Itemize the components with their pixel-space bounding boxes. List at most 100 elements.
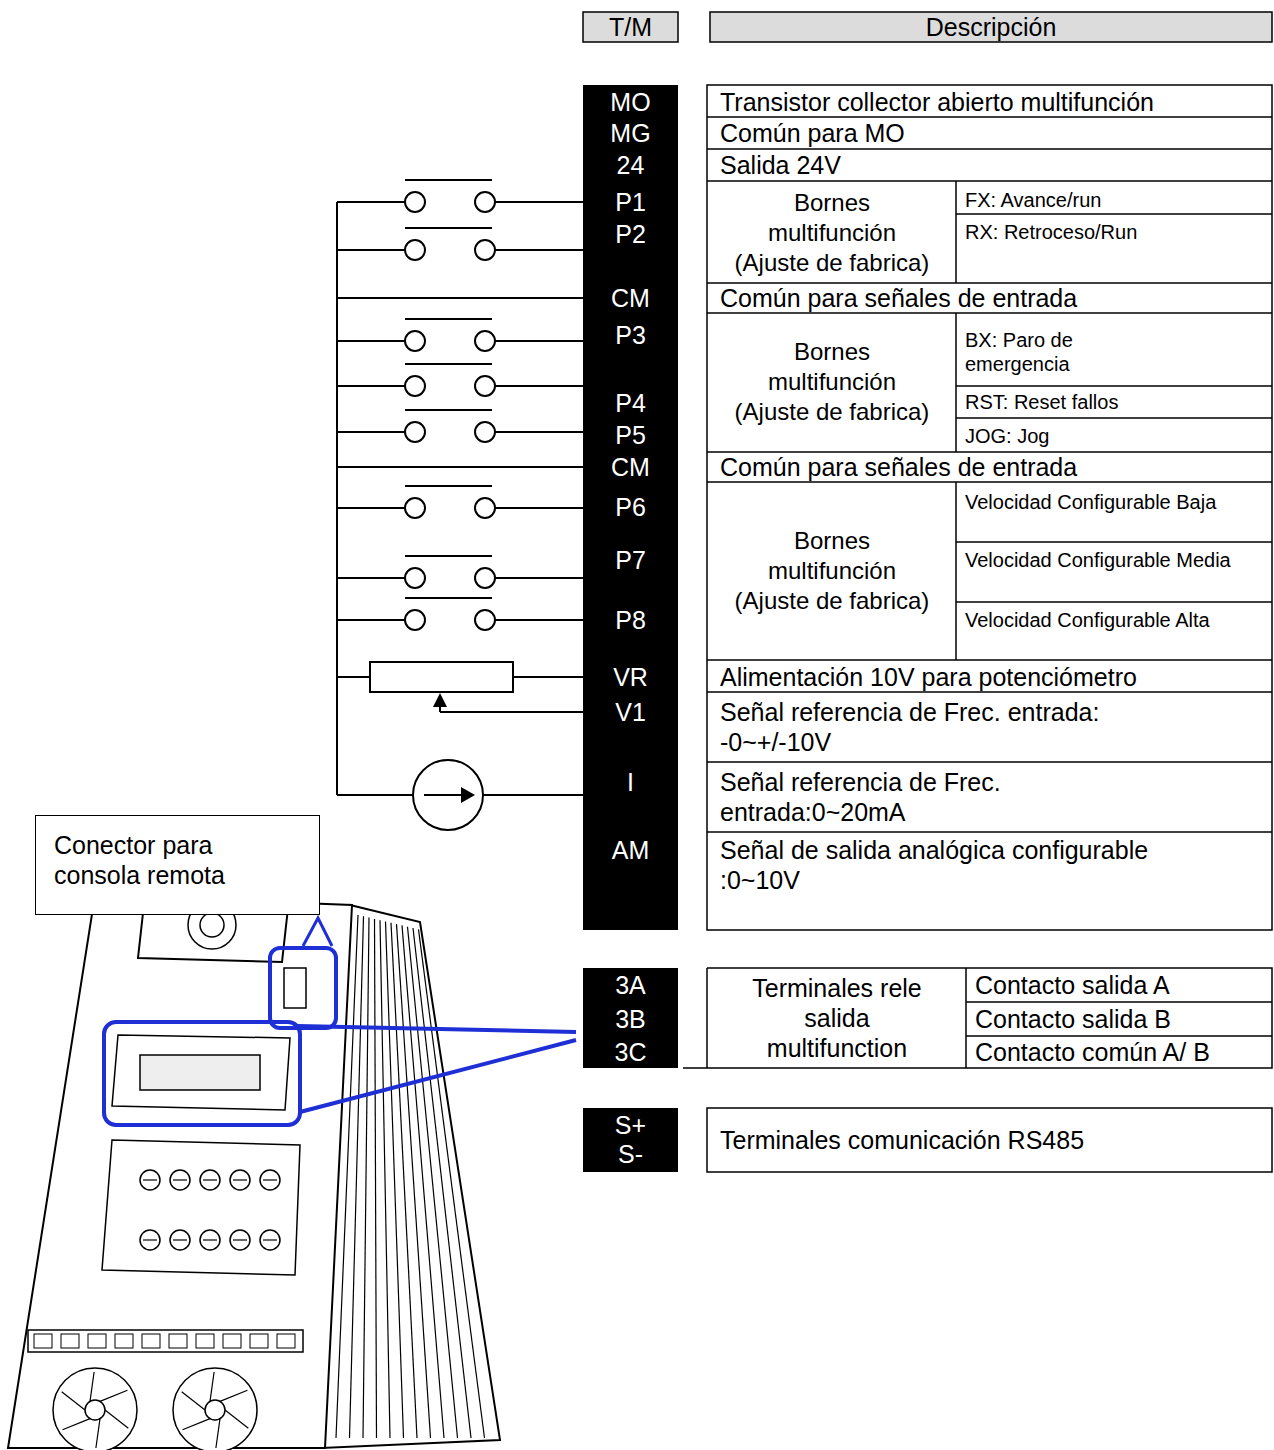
vent-slot — [223, 1334, 241, 1348]
row-line — [707, 761, 1272, 763]
switch-contact — [475, 376, 495, 396]
relay-box — [966, 1035, 1272, 1037]
heatsink-fin — [363, 918, 369, 1438]
table-cell: Velocidad Configurable Media — [965, 548, 1265, 572]
heatsink-fin — [408, 927, 458, 1438]
highlight-leader — [300, 1040, 576, 1112]
terminal-screw — [200, 1170, 220, 1190]
wire — [513, 676, 583, 678]
table-cell: Terminales comunicación RS485 — [720, 1125, 1265, 1155]
terminal-name: V1 — [583, 697, 678, 727]
screw-slot — [263, 1239, 277, 1240]
switch-bar — [405, 363, 492, 365]
switch-contact — [475, 240, 495, 260]
relay-box — [965, 968, 967, 1068]
terminal-screw — [260, 1230, 280, 1250]
fan-blade — [63, 1419, 90, 1430]
terminal-name: 24 — [583, 150, 678, 180]
terminal-name: P6 — [583, 492, 678, 522]
fan-blade — [220, 1390, 247, 1401]
screw-slot — [203, 1239, 217, 1240]
highlight-outline — [104, 1022, 300, 1125]
current-source-symbol — [413, 760, 483, 830]
vent-slot — [196, 1334, 214, 1348]
terminal-name: I — [583, 767, 678, 797]
row-line — [707, 451, 1272, 453]
wire — [495, 201, 583, 203]
common-bus — [336, 202, 338, 795]
fan-blade — [62, 1392, 85, 1410]
terminal-screw — [170, 1170, 190, 1190]
description-box — [707, 85, 1272, 930]
heatsink-fin — [419, 929, 485, 1438]
terminal-cells — [583, 968, 678, 1068]
rs485-box — [707, 1108, 1272, 1172]
wire — [337, 619, 405, 621]
heatsink-fin — [350, 916, 364, 1438]
switch-bar — [405, 597, 492, 599]
table-cell: Transistor collector abierto multifunció… — [720, 87, 1265, 117]
wire — [337, 297, 583, 299]
terminal-name: 3A — [583, 970, 678, 1000]
wire — [495, 619, 583, 621]
terminal-screw — [260, 1170, 280, 1190]
heatsink-fin — [397, 924, 431, 1438]
wire — [495, 340, 583, 342]
terminal-name: S+ — [583, 1110, 678, 1140]
wire — [495, 431, 583, 433]
terminal-cells — [583, 85, 678, 930]
highlight-leader — [298, 1026, 576, 1032]
table-cell: Común para MO — [720, 118, 1265, 148]
terminal-name: P3 — [583, 320, 678, 350]
table-cell: Velocidad Configurable Alta — [965, 608, 1265, 632]
terminal-screw — [230, 1170, 250, 1190]
vent-slot — [115, 1334, 133, 1348]
vent-slot — [277, 1334, 295, 1348]
wire — [483, 794, 583, 796]
switch-contact — [475, 422, 495, 442]
current-arrow — [424, 794, 463, 796]
table-cell: Velocidad Configurable Baja — [965, 490, 1265, 514]
switch-contact — [475, 331, 495, 351]
switch-contact — [475, 192, 495, 212]
column-line — [955, 181, 957, 283]
fan-blade — [225, 1410, 248, 1428]
vent-slots — [28, 1330, 303, 1352]
callout-leader — [303, 918, 332, 946]
wire — [337, 794, 413, 796]
wire — [337, 466, 583, 468]
fan-blade — [105, 1410, 128, 1428]
switch-contact — [405, 376, 425, 396]
screw-slot — [263, 1179, 277, 1180]
keypad-dial — [200, 913, 224, 937]
table-cell: Común para señales de entrada — [720, 283, 1265, 313]
switch-contact — [405, 331, 425, 351]
fan-blade — [182, 1392, 205, 1410]
table-cell: RX: Retroceso/Run — [965, 220, 1265, 244]
table-cell: Común para señales de entrada — [720, 452, 1265, 482]
switch-bar — [405, 555, 492, 557]
switch-contact — [405, 610, 425, 630]
table-cell: Contacto salida A — [975, 970, 1270, 1000]
fan-blade — [210, 1372, 214, 1401]
screw-slot — [173, 1179, 187, 1180]
wire — [337, 507, 405, 509]
terminal-cells — [583, 1108, 678, 1172]
inverter-front — [8, 895, 352, 1448]
vent-slot — [88, 1334, 106, 1348]
terminal-name: VR — [583, 662, 678, 692]
terminal-name: 3C — [583, 1037, 678, 1067]
wire — [337, 385, 405, 387]
switch-bar — [405, 179, 492, 181]
switch-contact — [405, 192, 425, 212]
switch-contact — [405, 422, 425, 442]
wire — [440, 711, 583, 713]
heatsink-fin — [413, 928, 471, 1438]
control-terminal-block — [112, 1035, 290, 1110]
fan-blade — [216, 1419, 220, 1448]
wire — [495, 507, 583, 509]
wire — [337, 577, 405, 579]
row-line — [707, 691, 1272, 693]
vent-slot — [61, 1334, 79, 1348]
